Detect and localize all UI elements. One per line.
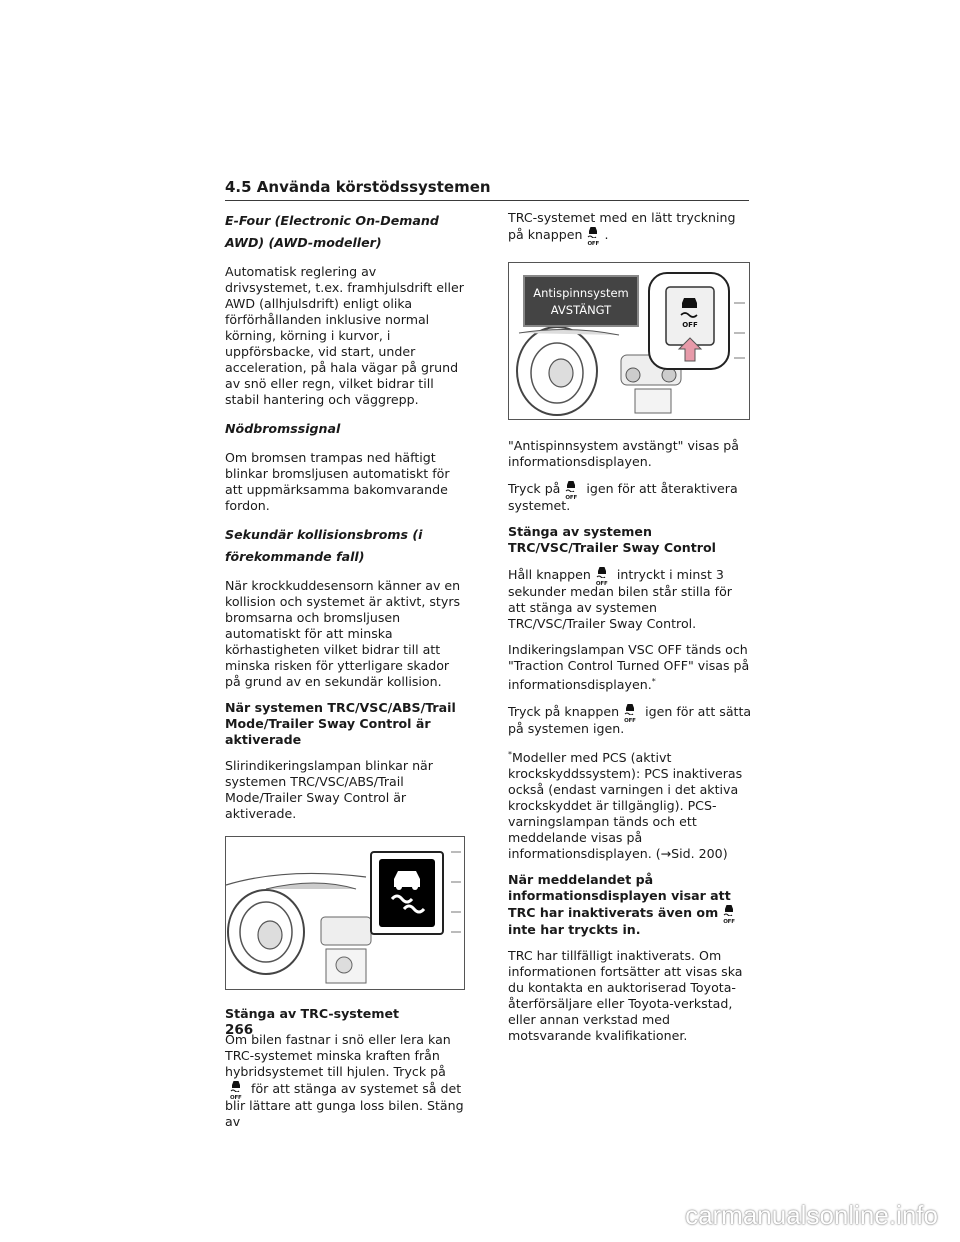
traction-off-icon: OFF [563,480,579,501]
secondary-body: När krockkuddesensorn känner av en kolli… [225,578,461,689]
efour-heading: E-Four (Electronic On-Demand AWD) (AWD-m… [225,213,439,250]
trc-cont: TRC-systemet med en lätt tryckning på kn… [508,210,752,247]
footnote-star: * [508,750,512,760]
slip-indicator-icon [390,871,426,914]
press-again-part2: igen för att sätta på systemen igen. [508,704,752,737]
press-again-part1: Tryck på knappen [508,704,620,720]
right-column: TRC-systemet med en lätt tryckning på kn… [508,210,752,1054]
antispin-off-message: Antispinnsystem AVSTÄNGT [523,275,639,327]
reactivate-part2: igen för att återaktivera systemet. [508,481,738,513]
footnote-marker: * [651,677,656,686]
emergency-heading: Nödbromssignal [225,421,341,436]
traction-off-icon: OFF [228,1080,244,1101]
active-heading: När systemen TRC/VSC/ABS/Trail Mode/Trai… [225,700,456,747]
traction-off-button-icon: OFF [680,298,698,329]
hold-part1: Håll knappen [508,567,591,582]
vsc-text: Indikeringslampan VSC OFF tänds och "Tra… [508,642,752,693]
efour-body: Automatisk reglering av drivsystemet, t.… [225,264,464,407]
traction-off-icon: OFF [622,703,638,724]
dashboard-illustration [226,851,461,984]
antispin-label-line2: AVSTÄNGT [550,303,612,317]
trc-off-heading: Stänga av TRC-systemet [225,1006,400,1021]
footnote: *Modeller med PCS (aktivt krockskyddssys… [508,747,752,862]
antispin-label-line1: Antispinnsystem [533,286,629,300]
msg-heading: När meddelandet på informationsdisplayen… [508,872,752,938]
svg-text:OFF: OFF [682,321,698,329]
reactivate-part1: Tryck på [508,481,561,496]
vsc-part1: Indikeringslampan VSC OFF tänds och "Tra… [508,642,750,693]
watermark: carmanualsonline.info [685,1200,938,1230]
hold-part2: intryckt i minst 3 sekunder medan bilen … [508,567,732,631]
slip-indicator-figure [225,836,465,990]
trc-cont-period: . [604,227,609,242]
active-body: Slirindikeringslampan blinkar när system… [225,758,433,821]
msg-heading-part2: inte har tryckts in. [508,922,641,938]
section-header: 4.5 Använda körstödssystemen [225,178,749,201]
msg-heading-part1: När meddelandet på informationsdisplayen… [508,872,731,921]
left-column: E-Four (Electronic On-Demand AWD) (AWD-m… [225,210,465,1140]
dashboard-button-illustration: OFF [516,272,745,416]
footnote-text: Modeller med PCS (aktivt krockskyddssyst… [508,750,743,862]
traction-off-icon: OFF [721,904,737,925]
off-all-heading: Stänga av systemen TRC/VSC/Trailer Sway … [508,524,716,555]
displayed-text: "Antispinnsystem avstängt" visas på info… [508,438,739,469]
trc-cont-text: TRC-systemet med en lätt tryckning på kn… [508,210,736,242]
traction-off-icon: OFF [585,226,601,247]
emergency-body: Om bromsen trampas ned häftigt blinkar b… [225,450,450,513]
trc-off-body: Om bilen fastnar i snö eller lera kan TR… [225,1032,465,1130]
trc-off-body-part2: för att stänga av systemet så det blir l… [225,1081,464,1129]
secondary-heading: Sekundär kollisionsbroms (i förekommande… [225,527,423,564]
traction-off-icon: OFF [594,566,610,587]
msg-body: TRC har tillfälligt inaktiverats. Om inf… [508,948,743,1044]
page-number: 266 [225,1022,254,1038]
trc-off-figure: OFF Antispinnsystem AVSTÄNGT [508,262,750,420]
trc-off-body-part1: Om bilen fastnar i snö eller lera kan TR… [225,1032,451,1079]
